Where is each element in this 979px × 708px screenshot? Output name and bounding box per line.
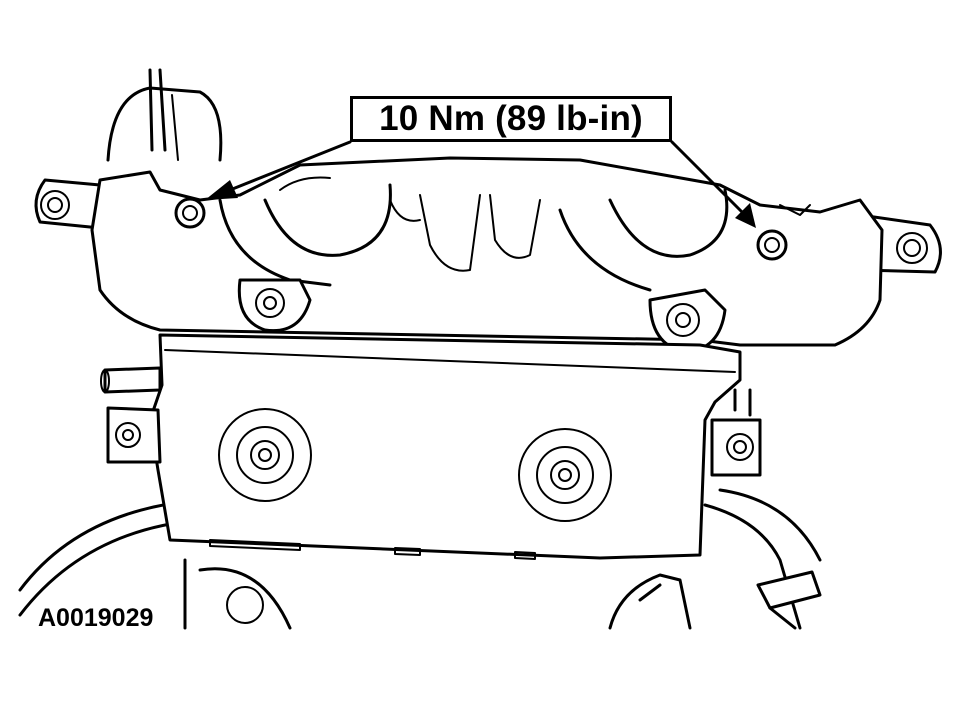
bolt-left xyxy=(174,197,206,229)
bolt-right xyxy=(756,229,788,261)
background-engine-parts xyxy=(18,68,942,630)
heat-shield xyxy=(106,333,762,560)
figure-id-label: A0019029 xyxy=(38,604,154,632)
callout-leader-left xyxy=(205,140,352,200)
exhaust-manifold xyxy=(90,156,884,354)
torque-callout: 10 Nm (89 lb-in) xyxy=(350,96,672,142)
callout-leader-right xyxy=(670,140,756,228)
